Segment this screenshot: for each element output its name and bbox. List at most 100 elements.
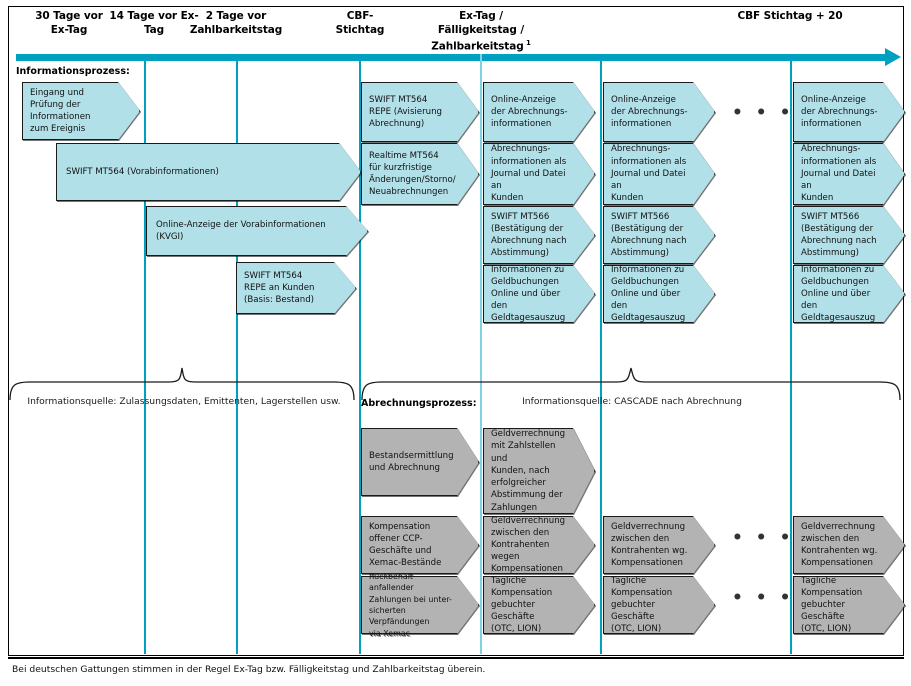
gridline-1: [236, 54, 238, 654]
arrow-shape: [361, 428, 479, 496]
arrow-shape: [483, 82, 595, 142]
settlement-arrow-8: Tägliche Kompensation gebuchter Geschäft…: [603, 576, 715, 634]
arrow-label: SWIFT MT564 REPE an Kunden (Basis: Besta…: [244, 270, 315, 306]
information-arrow-5: Realtime MT564 für kurzfristige Änderung…: [361, 143, 479, 205]
arrow-shape: [483, 576, 595, 634]
left-source-brace: [9, 367, 355, 401]
arrow-label: Geldverrechnung zwischen den Kontrahente…: [491, 515, 566, 575]
information-arrow-6: Online-Anzeige der Abrechnungs- informat…: [483, 82, 595, 142]
timeline-header-3: CBF- Stichtag: [335, 10, 385, 36]
right-source-label: Informationsquelle: CASCADE nach Abrechn…: [522, 396, 742, 407]
arrow-shape: [361, 82, 479, 142]
arrow-shape: [146, 206, 368, 256]
information-arrow-10: Online-Anzeige der Abrechnungs- informat…: [603, 82, 715, 142]
arrow-label: Informationen zu Geldbuchungen Online un…: [611, 264, 686, 324]
arrow-shape: [483, 206, 595, 264]
footnote-text: Bei deutschen Gattungen stimmen in der R…: [12, 664, 486, 675]
gridline-3: [480, 54, 482, 654]
timeline-arrowhead: [885, 48, 901, 66]
arrow-shape: [603, 576, 715, 634]
information-arrow-14: Online-Anzeige der Abrechnungs- informat…: [793, 82, 905, 142]
timeline-axis: [16, 54, 891, 61]
ellipsis-0: • • •: [732, 103, 794, 123]
arrow-shape: [793, 206, 905, 264]
information-arrow-16: SWIFT MT566 (Bestätigung der Abrechnung …: [793, 206, 905, 264]
left-source-label: Informationsquelle: Zulassungsdaten, Emi…: [27, 396, 341, 407]
arrow-shape: [236, 262, 356, 314]
arrow-label: SWIFT MT564 REPE (Avisierung Abrechnung): [369, 94, 442, 130]
arrow-label: Rückbehalt anfallender Zahlungen bei unt…: [369, 572, 452, 638]
settlement-arrow-5: Geldverrechnung zwischen den Kontrahente…: [793, 516, 905, 574]
information-arrow-12: SWIFT MT566 (Bestätigung der Abrechnung …: [603, 206, 715, 264]
arrow-label: SWIFT MT566 (Bestätigung der Abrechnung …: [611, 211, 687, 259]
arrow-label: Abrechnungs- informationen als Journal u…: [801, 144, 877, 204]
settlement-arrow-4: Geldverrechnung zwischen den Kontrahente…: [603, 516, 715, 574]
gridline-4: [600, 54, 602, 654]
arrow-shape: [483, 516, 595, 574]
arrow-shape: [793, 143, 905, 205]
arrow-label: Online-Anzeige der Vorabinformationen (K…: [156, 219, 326, 242]
arrow-shape: [603, 143, 715, 205]
information-arrow-7: Abrechnungs- informationen als Journal u…: [483, 143, 595, 205]
information-arrow-8: SWIFT MT566 (Bestätigung der Abrechnung …: [483, 206, 595, 264]
arrow-shape: [793, 576, 905, 634]
information-arrow-4: SWIFT MT564 REPE (Avisierung Abrechnung): [361, 82, 479, 142]
arrow-shape: [56, 143, 361, 201]
arrow-label: Geldverrechnung zwischen den Kontrahente…: [801, 521, 878, 569]
arrow-label: Informationen zu Geldbuchungen Online un…: [801, 264, 876, 324]
arrow-label: Tägliche Kompensation gebuchter Geschäft…: [801, 575, 863, 635]
arrow-shape: [483, 428, 595, 514]
arrow-shape: [793, 516, 905, 574]
arrow-shape: [483, 143, 595, 205]
outer-frame: [8, 6, 904, 656]
information-arrow-13: Informationen zu Geldbuchungen Online un…: [603, 265, 715, 323]
timeline-header-0: 30 Tage vor Ex-Tag: [35, 10, 103, 36]
ellipsis-1: • • •: [732, 528, 794, 548]
arrow-label: Online-Anzeige der Abrechnungs- informat…: [611, 94, 688, 130]
information-arrow-0: Eingang und Prüfung der Informationen zu…: [22, 82, 140, 140]
arrow-label: Realtime MT564 für kurzfristige Änderung…: [369, 150, 456, 198]
information-arrow-17: Informationen zu Geldbuchungen Online un…: [793, 265, 905, 323]
arrow-label: Tägliche Kompensation gebuchter Geschäft…: [611, 575, 673, 635]
arrow-shape: [361, 516, 479, 574]
arrow-shape: [603, 82, 715, 142]
arrow-label: Eingang und Prüfung der Informationen zu…: [30, 87, 91, 135]
ellipsis-2: • • •: [732, 588, 794, 608]
arrow-label: Geldverrechnung zwischen den Kontrahente…: [611, 521, 688, 569]
information-arrow-3: SWIFT MT564 REPE an Kunden (Basis: Besta…: [236, 262, 356, 314]
arrow-shape: [483, 265, 595, 323]
arrow-shape: [361, 576, 479, 634]
timeline-header-5: CBF Stichtag + 20: [737, 10, 843, 22]
arrow-label: SWIFT MT564 (Vorabinformationen): [66, 166, 219, 177]
timeline-header-2: 2 Tage vor Zahlbarkeitstag: [189, 10, 283, 36]
settlement-arrow-2: Kompensation offener CCP- Geschäfte und …: [361, 516, 479, 574]
arrow-label: Abrechnungs- informationen als Journal u…: [491, 144, 567, 204]
arrow-shape: [603, 516, 715, 574]
arrow-shape: [793, 265, 905, 323]
information-process-label: Informationsprozess:: [16, 66, 130, 77]
header-footnote-marker: 1: [523, 39, 531, 47]
arrow-shape: [793, 82, 905, 142]
arrow-label: Bestandsermittlung und Abrechnung: [369, 450, 454, 473]
arrow-label: Geldverrechnung mit Zahlstellen und Kund…: [491, 429, 566, 513]
arrow-shape: [361, 143, 479, 205]
gridline-5: [790, 54, 792, 654]
arrow-label: Online-Anzeige der Abrechnungs- informat…: [491, 94, 568, 130]
settlement-arrow-6: Rückbehalt anfallender Zahlungen bei unt…: [361, 572, 479, 638]
information-arrow-11: Abrechnungs- informationen als Journal u…: [603, 143, 715, 205]
arrow-label: Tägliche Kompensation gebuchter Geschäft…: [491, 575, 553, 635]
information-arrow-1: SWIFT MT564 (Vorabinformationen): [56, 143, 361, 201]
settlement-arrow-3: Geldverrechnung zwischen den Kontrahente…: [483, 516, 595, 574]
gridline-2: [359, 54, 361, 654]
timeline-header-4: Ex-Tag / Fälligkeitstag / Zahlbarkeitsta…: [431, 10, 531, 53]
timeline-header-1: 14 Tage vor Ex- Tag: [109, 10, 199, 36]
information-arrow-9: Informationen zu Geldbuchungen Online un…: [483, 265, 595, 323]
settlement-arrow-9: Tägliche Kompensation gebuchter Geschäft…: [793, 576, 905, 634]
arrow-label: Online-Anzeige der Abrechnungs- informat…: [801, 94, 878, 130]
footnote-divider: [8, 657, 904, 659]
arrow-label: Kompensation offener CCP- Geschäfte und …: [369, 521, 442, 569]
information-arrow-2: Online-Anzeige der Vorabinformationen (K…: [146, 206, 368, 256]
settlement-arrow-7: Tägliche Kompensation gebuchter Geschäft…: [483, 576, 595, 634]
information-arrow-15: Abrechnungs- informationen als Journal u…: [793, 143, 905, 205]
